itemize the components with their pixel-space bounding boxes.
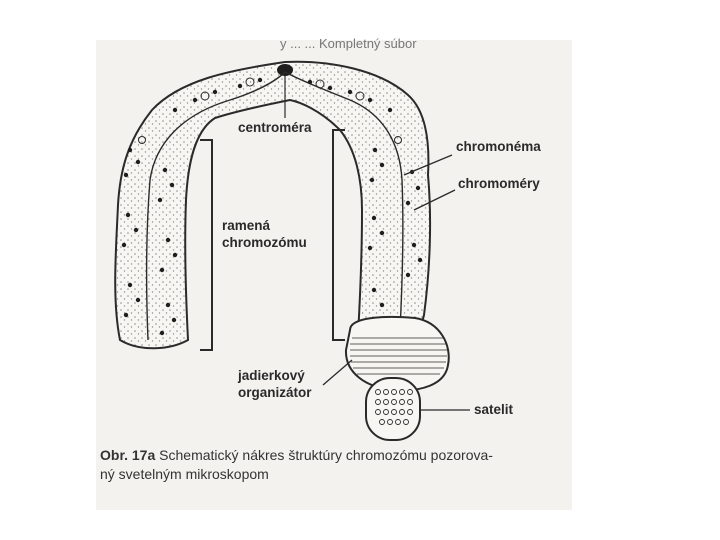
label-nucleolar-line2: organizátor [238,385,312,400]
nucleolar-leader [323,360,352,385]
label-centromere: centroméra [238,120,312,135]
caption-line1: Schematický nákres štruktúry chromozómu … [159,447,493,463]
label-nucleolar-line1: jadierkový [238,368,305,383]
label-satellite: satelit [474,402,513,417]
caption-prefix: Obr. 17a [100,447,155,463]
label-arms-line1: ramená [222,218,270,233]
arm-bracket-right [333,130,345,340]
label-arms-line2: chromozómu [222,235,307,250]
label-chromonema: chromonéma [456,139,541,154]
satellite-body [366,378,420,440]
figure-caption: Obr. 17a Schematický nákres štruktúry ch… [100,446,570,484]
arm-bracket-left [200,140,212,350]
caption-line2: ný svetelným mikroskopom [100,466,269,482]
label-chromomeres: chromoméry [458,176,540,191]
